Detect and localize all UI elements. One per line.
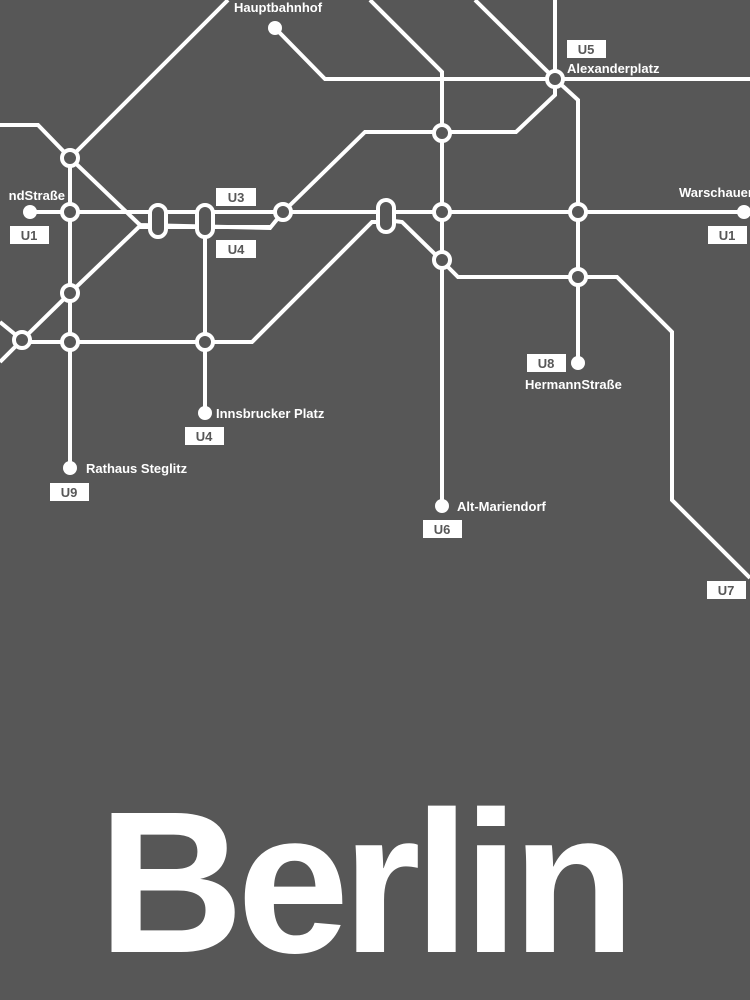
line-u6 bbox=[368, 0, 444, 506]
interchange-icon bbox=[60, 283, 80, 303]
terminal-dot-icon bbox=[198, 406, 212, 420]
line-southwest-diagonal bbox=[0, 222, 144, 364]
line-u7 bbox=[385, 218, 750, 580]
badge-u1-west: U1 bbox=[21, 228, 38, 243]
interchange-icon bbox=[60, 332, 80, 352]
interchange-icon bbox=[545, 69, 565, 89]
interchange-icon bbox=[432, 123, 452, 143]
interchange-icon bbox=[273, 202, 293, 222]
terminal-dot-icon bbox=[737, 205, 750, 219]
interchange-icon bbox=[432, 202, 452, 222]
station-label-alt-mariendorf: Alt-Mariendorf bbox=[457, 499, 547, 514]
terminal-dot-icon bbox=[571, 356, 585, 370]
badge-u6: U6 bbox=[434, 522, 451, 537]
interchange-icon bbox=[60, 148, 80, 168]
interchange-pill-icon bbox=[195, 203, 215, 239]
station-labels: Hauptbahnhof Alexanderplatz ndStraße War… bbox=[9, 0, 750, 514]
interchange-icon bbox=[12, 330, 32, 350]
badge-u4-mid: U4 bbox=[228, 242, 245, 257]
terminal-dot-icon bbox=[63, 461, 77, 475]
line-u5 bbox=[273, 26, 750, 81]
terminal-stations bbox=[23, 21, 750, 513]
badge-u9: U9 bbox=[61, 485, 78, 500]
terminal-dot-icon bbox=[23, 205, 37, 219]
interchange-icon bbox=[568, 202, 588, 222]
interchange-pill-icon bbox=[148, 203, 168, 239]
badge-u4-south: U4 bbox=[196, 429, 213, 444]
station-label-hauptbahnhof: Hauptbahnhof bbox=[234, 0, 323, 15]
station-label-alexanderplatz: Alexanderplatz bbox=[567, 61, 660, 76]
badge-u1-east: U1 bbox=[719, 228, 736, 243]
badge-u7: U7 bbox=[718, 583, 735, 598]
line-top-left bbox=[0, 123, 72, 160]
station-label-rathaus-steglitz: Rathaus Steglitz bbox=[86, 461, 188, 476]
interchange-icon bbox=[195, 332, 215, 352]
interchange-pill-icon bbox=[376, 198, 396, 234]
interchange-icon bbox=[432, 250, 452, 270]
badge-u8: U8 bbox=[538, 356, 555, 371]
line-badges: U5 U1 U3 U4 U1 U8 U4 U9 U6 U7 bbox=[10, 40, 747, 599]
interchange-stations bbox=[12, 69, 588, 352]
metro-lines bbox=[0, 0, 750, 580]
terminal-dot-icon bbox=[435, 499, 449, 513]
badge-u5: U5 bbox=[578, 42, 595, 57]
station-label-landstrasse: ndStraße bbox=[9, 188, 65, 203]
station-label-hermannstrasse: HermannStraße bbox=[525, 377, 622, 392]
badge-u3: U3 bbox=[228, 190, 245, 205]
station-label-innsbrucker-platz: Innsbrucker Platz bbox=[216, 406, 325, 421]
interchange-icon bbox=[568, 267, 588, 287]
terminal-dot-icon bbox=[268, 21, 282, 35]
station-label-warschauer: Warschauer bbox=[679, 185, 750, 200]
line-u2 bbox=[281, 79, 557, 214]
interchange-icon bbox=[60, 202, 80, 222]
line-u8 bbox=[473, 0, 580, 363]
poster-title: Berlin bbox=[98, 769, 628, 995]
